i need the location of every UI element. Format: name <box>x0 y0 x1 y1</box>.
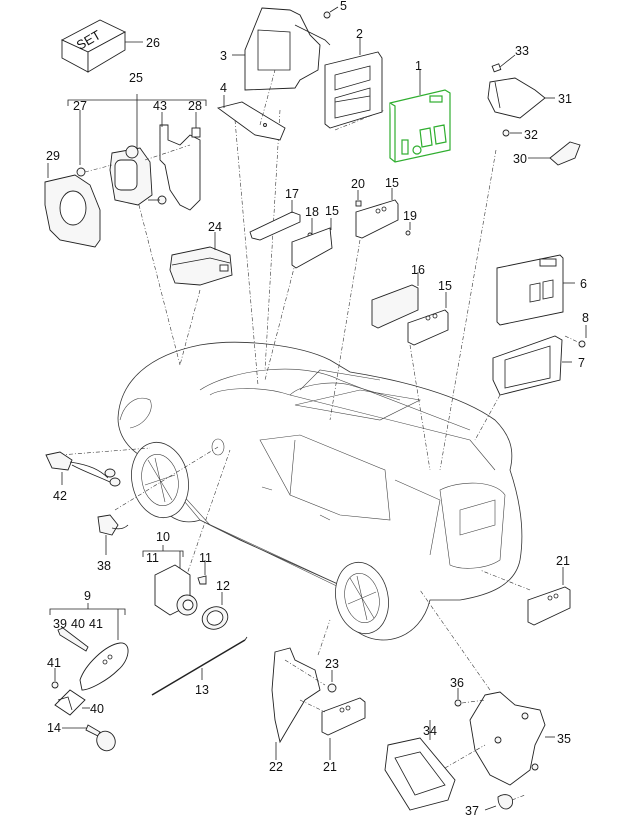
callout-2[interactable]: 2 <box>356 27 363 41</box>
harness-left <box>45 451 129 555</box>
control-unit-right <box>492 254 587 396</box>
callout-39[interactable]: 39 <box>53 617 67 631</box>
callout-21a[interactable]: 21 <box>556 554 570 568</box>
control-unit-box-part <box>169 232 233 286</box>
callout-35[interactable]: 35 <box>557 732 571 746</box>
callout-13[interactable]: 13 <box>195 683 209 697</box>
control-unit-highlighted-part <box>389 70 451 163</box>
callout-18[interactable]: 18 <box>305 205 319 219</box>
callout-41a[interactable]: 41 <box>89 617 103 631</box>
callout-1[interactable]: 1 <box>415 59 422 73</box>
key-set-parts <box>49 603 129 752</box>
callout-3[interactable]: 3 <box>220 49 227 63</box>
callout-37[interactable]: 37 <box>465 804 479 818</box>
callout-12[interactable]: 12 <box>216 579 230 593</box>
callout-42[interactable]: 42 <box>53 489 67 503</box>
callout-labels: 1 2 3 4 5 6 7 8 9 10 11 11 12 13 14 15 1… <box>46 0 589 818</box>
callout-15b[interactable]: 15 <box>325 204 339 218</box>
set-box-part: SET <box>60 19 143 73</box>
callout-25[interactable]: 25 <box>129 71 143 85</box>
radar-sensor-group <box>67 94 207 211</box>
holder-antenna-center <box>249 200 333 269</box>
ignition-lock-parts <box>142 545 229 630</box>
callout-22[interactable]: 22 <box>269 760 283 774</box>
callout-23[interactable]: 23 <box>325 657 339 671</box>
callout-32[interactable]: 32 <box>524 128 538 142</box>
callout-16[interactable]: 16 <box>411 263 425 277</box>
callout-26[interactable]: 26 <box>146 36 160 50</box>
callout-41b[interactable]: 41 <box>47 656 61 670</box>
callout-38[interactable]: 38 <box>97 559 111 573</box>
antenna-module-rear-right <box>527 567 571 626</box>
callout-9[interactable]: 9 <box>84 589 91 603</box>
callout-15c[interactable]: 15 <box>438 279 452 293</box>
vehicle-outline <box>117 341 523 641</box>
callout-28[interactable]: 28 <box>188 99 202 113</box>
callout-5[interactable]: 5 <box>340 0 347 13</box>
radar-bracket-rear <box>384 688 555 811</box>
bracket-antenna-lower <box>271 647 366 760</box>
receiver-parts <box>487 54 581 166</box>
callout-30[interactable]: 30 <box>513 152 527 166</box>
callout-15a[interactable]: 15 <box>385 176 399 190</box>
callout-36[interactable]: 36 <box>450 676 464 690</box>
callout-20[interactable]: 20 <box>351 177 365 191</box>
callout-14[interactable]: 14 <box>47 721 61 735</box>
bracket-parts-top <box>216 6 339 141</box>
callout-43[interactable]: 43 <box>153 99 167 113</box>
callout-40a[interactable]: 40 <box>71 617 85 631</box>
callout-40b[interactable]: 40 <box>90 702 104 716</box>
callout-17[interactable]: 17 <box>285 187 299 201</box>
callout-11a[interactable]: 11 <box>146 551 159 565</box>
callout-4[interactable]: 4 <box>220 81 227 95</box>
mounting-plate-part <box>324 38 383 129</box>
callout-29[interactable]: 29 <box>46 149 60 163</box>
callout-19[interactable]: 19 <box>403 209 417 223</box>
callout-33[interactable]: 33 <box>515 44 529 58</box>
cable-part <box>151 636 248 696</box>
callout-8[interactable]: 8 <box>582 311 589 325</box>
callout-21b[interactable]: 21 <box>323 760 337 774</box>
leader-lines <box>59 109 531 691</box>
callout-7[interactable]: 7 <box>578 356 585 370</box>
callout-27[interactable]: 27 <box>73 99 87 113</box>
callout-34[interactable]: 34 <box>423 724 437 738</box>
callout-10[interactable]: 10 <box>156 530 170 544</box>
callout-31[interactable]: 31 <box>558 92 572 106</box>
callout-24[interactable]: 24 <box>208 220 222 234</box>
cover-antenna-mid <box>371 272 449 346</box>
callout-6[interactable]: 6 <box>580 277 587 291</box>
antenna-module-upper <box>355 188 411 239</box>
cover-trim-part <box>44 163 101 248</box>
callout-11b[interactable]: 11 <box>199 551 212 565</box>
